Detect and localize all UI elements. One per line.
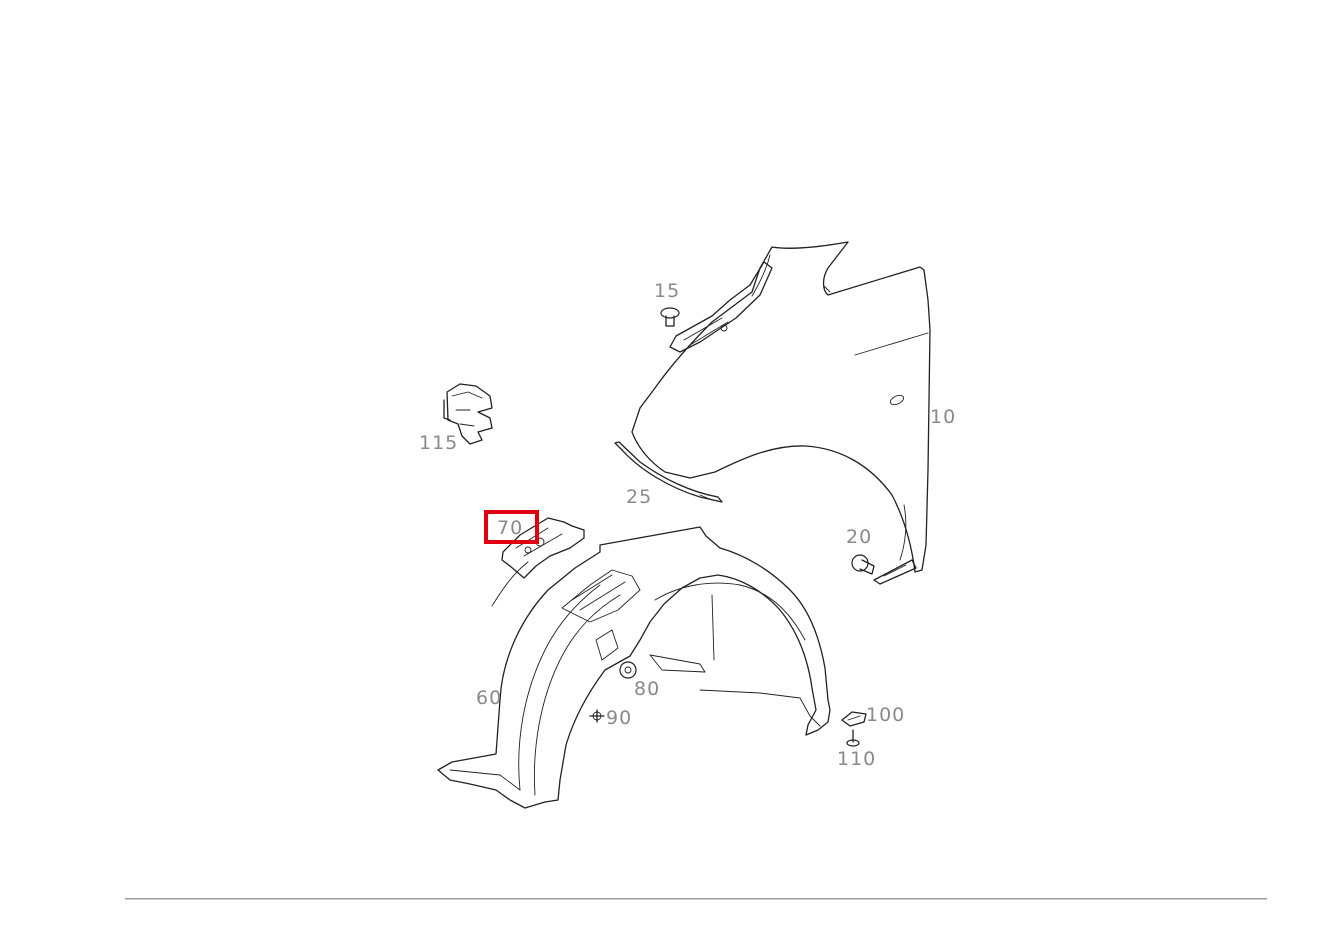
callout-10[interactable]: 10 xyxy=(930,406,956,428)
callout-80[interactable]: 80 xyxy=(634,678,660,700)
part-100-clip[interactable] xyxy=(841,711,867,727)
part-15-bolt[interactable] xyxy=(660,261,773,353)
callout-70[interactable]: 70 xyxy=(497,517,523,539)
callout-110[interactable]: 110 xyxy=(837,748,876,770)
footer-divider xyxy=(125,898,1267,900)
part-60-wheel-liner[interactable] xyxy=(437,526,831,809)
part-70-bracket[interactable] xyxy=(491,517,585,607)
selected-callout-highlight xyxy=(484,510,539,544)
callout-60[interactable]: 60 xyxy=(476,687,502,709)
callout-90[interactable]: 90 xyxy=(606,707,632,729)
part-80-nut[interactable] xyxy=(619,661,637,679)
callout-25[interactable]: 25 xyxy=(626,486,652,508)
part-115-clip[interactable] xyxy=(443,383,493,445)
callout-100[interactable]: 100 xyxy=(866,704,905,726)
part-25-trim-strip[interactable] xyxy=(614,441,723,503)
part-110-screw[interactable] xyxy=(846,729,860,747)
part-10-fender[interactable] xyxy=(631,241,931,573)
callout-115[interactable]: 115 xyxy=(419,432,458,454)
part-20-clip[interactable] xyxy=(851,554,917,585)
callout-20[interactable]: 20 xyxy=(846,526,872,548)
callout-labels: 15 10 115 25 70 20 60 80 90 100 110 xyxy=(419,280,956,770)
callout-15[interactable]: 15 xyxy=(654,280,680,302)
part-90-fastener[interactable] xyxy=(589,709,605,723)
